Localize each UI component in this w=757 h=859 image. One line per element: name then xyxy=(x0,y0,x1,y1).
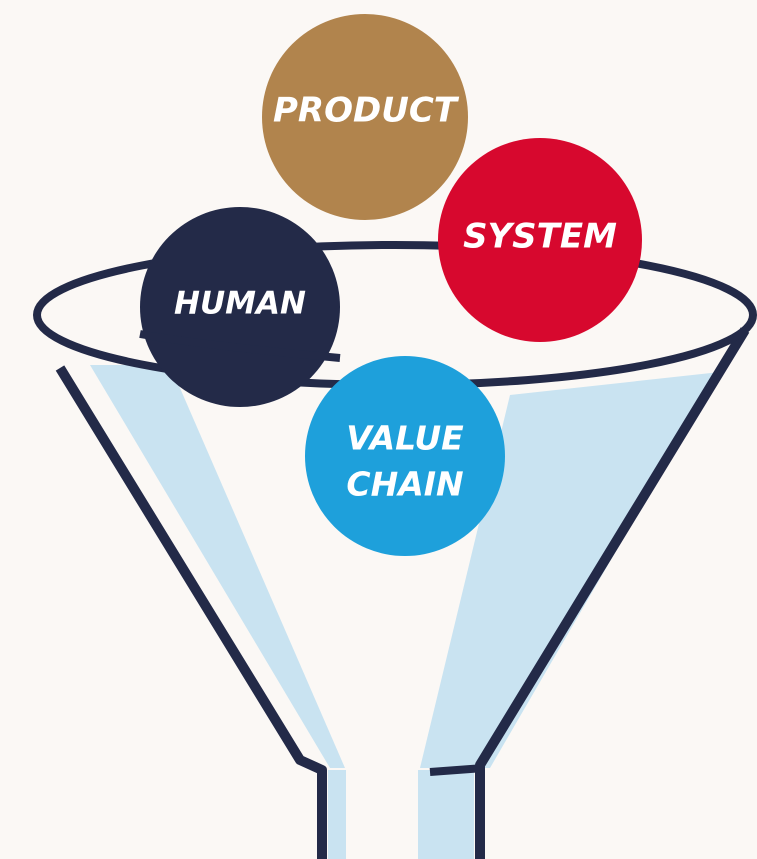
ball-product-circle xyxy=(262,14,468,220)
ball-system: SYSTEM xyxy=(438,138,642,342)
ball-human: HUMAN xyxy=(140,207,340,407)
funnel-wall-left xyxy=(55,365,327,859)
ball-human-label: HUMAN xyxy=(174,286,306,322)
funnel-spout-lip xyxy=(429,764,485,776)
ball-product-label: PRODUCT xyxy=(273,91,460,131)
ball-product: PRODUCT xyxy=(262,14,468,220)
ball-system-label: SYSTEM xyxy=(463,217,617,257)
ball-value-chain-label-line2: CHAIN xyxy=(346,465,463,504)
ball-value-chain-label-line1: VALUE xyxy=(346,419,464,458)
ball-system-circle xyxy=(438,138,642,342)
funnel-fill-left xyxy=(90,365,345,768)
funnel-spout-fill-left xyxy=(328,770,346,859)
ball-value-chain: VALUE CHAIN xyxy=(305,356,505,556)
funnel-spout-fill-right xyxy=(418,770,474,859)
funnel-rim-front xyxy=(139,330,341,362)
ball-value-chain-circle xyxy=(305,356,505,556)
